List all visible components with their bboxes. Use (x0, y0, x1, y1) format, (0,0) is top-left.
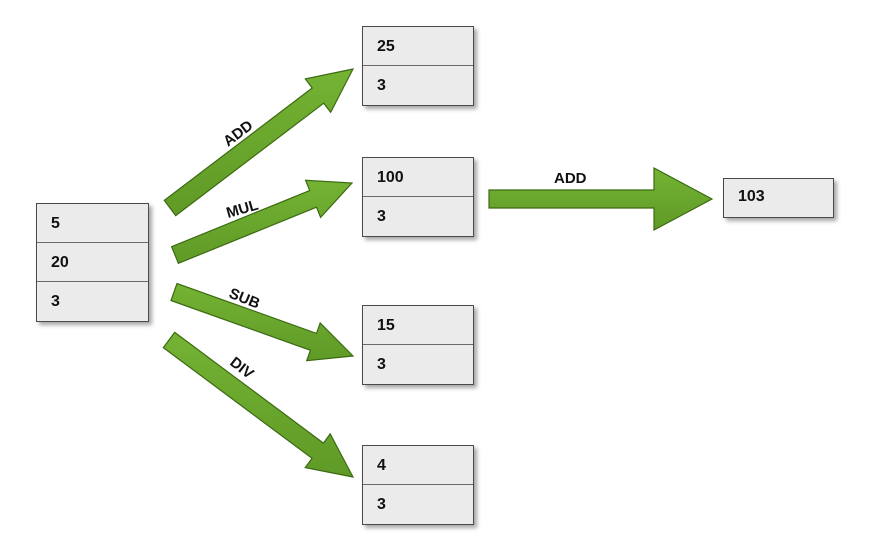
arrow-add2 (488, 166, 714, 232)
stack-cell: 3 (51, 293, 60, 310)
op-label-add2: ADD (554, 170, 587, 187)
arrow-div (162, 331, 355, 478)
arrow-mul (170, 179, 354, 265)
stack-cell: 3 (377, 208, 386, 225)
arrow-sub (170, 282, 355, 362)
stack-cell: 103 (738, 188, 765, 205)
stack-initial: 5 20 3 (36, 203, 149, 322)
arrow-add (163, 68, 355, 217)
stack-cell: 15 (363, 306, 473, 345)
stack-cell: 3 (377, 77, 386, 94)
stack-cell: 4 (363, 446, 473, 485)
stack-final: 103 (723, 178, 834, 218)
stack-after-sub: 15 3 (362, 305, 474, 385)
stack-cell: 20 (37, 243, 148, 282)
stack-cell: 100 (363, 158, 473, 197)
stack-cell: 3 (377, 356, 386, 373)
stack-cell: 5 (37, 204, 148, 243)
stack-after-add: 25 3 (362, 26, 474, 106)
stack-after-mul: 100 3 (362, 157, 474, 237)
stack-after-div: 4 3 (362, 445, 474, 525)
stack-cell: 25 (363, 27, 473, 66)
stack-cell: 3 (377, 496, 386, 513)
